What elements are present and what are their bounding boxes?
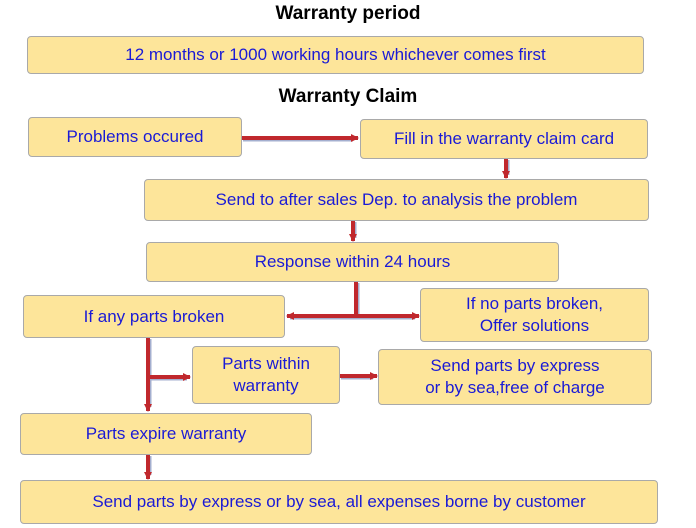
warranty-period-box: 12 months or 1000 working hours whicheve…: [27, 36, 644, 74]
send-free-of-charge-label: Send parts by express or by sea,free of …: [425, 356, 605, 397]
response-24h-box: Response within 24 hours: [146, 242, 559, 282]
warranty-period-text: 12 months or 1000 working hours whicheve…: [125, 45, 546, 64]
arrow-lines: [144, 134, 510, 480]
fill-warranty-card-box: Fill in the warranty claim card: [360, 119, 648, 159]
no-parts-broken-label: If no parts broken, Offer solutions: [465, 294, 604, 335]
parts-expire-warranty-box: Parts expire warranty: [20, 413, 312, 455]
parts-expire-warranty-label: Parts expire warranty: [85, 424, 247, 443]
problems-occured-label: Problems occured: [66, 127, 204, 146]
no-parts-broken-box: If no parts broken, Offer solutions: [420, 288, 649, 342]
send-customer-expense-box: Send parts by express or by sea, all exp…: [20, 480, 658, 524]
send-after-sales-box: Send to after sales Dep. to analysis the…: [144, 179, 649, 221]
arrow-shadows: [146, 136, 510, 475]
parts-broken-box: If any parts broken: [23, 295, 285, 338]
send-free-of-charge-box: Send parts by express or by sea,free of …: [378, 349, 652, 405]
parts-within-warranty-label: Parts within warranty: [222, 354, 310, 395]
send-after-sales-label: Send to after sales Dep. to analysis the…: [215, 190, 578, 209]
arrow-response-to-parts-broken: [286, 282, 358, 320]
parts-within-warranty-box: Parts within warranty: [192, 346, 340, 404]
warranty-claim-heading: Warranty Claim: [278, 86, 418, 107]
fill-warranty-card-label: Fill in the warranty claim card: [393, 129, 615, 148]
warranty-period-heading: Warranty period: [275, 3, 421, 24]
parts-broken-label: If any parts broken: [83, 306, 225, 326]
send-customer-expense-label: Send parts by express or by sea, all exp…: [92, 492, 586, 511]
response-24h-label: Response within 24 hours: [254, 252, 451, 271]
problems-occured-box: Problems occured: [28, 117, 242, 157]
